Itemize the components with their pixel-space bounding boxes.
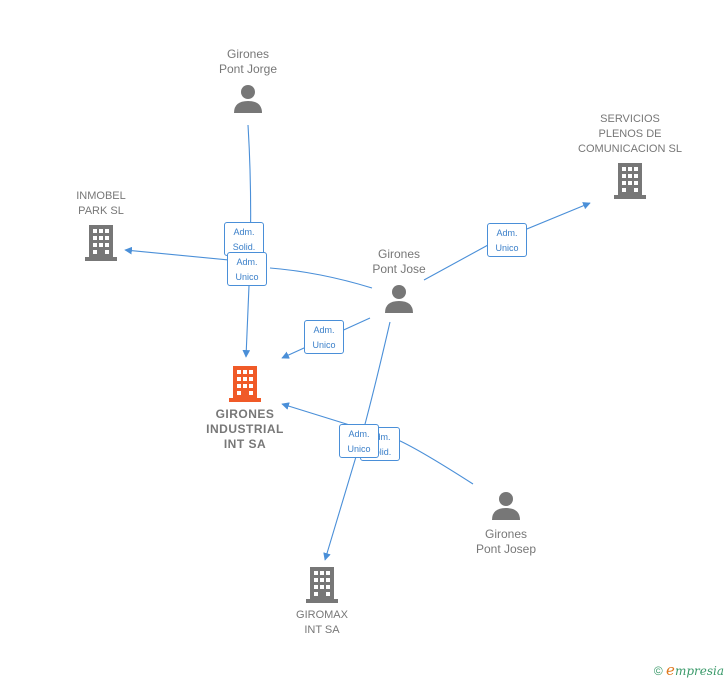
company-name-line2: PARK SL [78,205,124,217]
building-icon [229,366,261,402]
person-name-line1: Girones [484,527,528,541]
company-name-line2: PLENOS DE [598,128,662,140]
company-name-line3: COMUNICACION SL [578,143,682,155]
company-name-line3: INT SA [223,437,267,451]
company-node-inmobel[interactable]: INMOBEL PARK SL [61,189,141,266]
company-name-line1: GIROMAX [296,609,348,621]
relation-line2: Unico [347,444,371,454]
company-name-line2: INT SA [304,624,340,636]
relation-label-jose-giromax[interactable]: Adm. Unico [339,424,379,458]
person-name-line2: Pont Jose [372,262,426,276]
relation-label-jose-girones[interactable]: Adm. Unico [304,320,344,354]
building-icon [85,225,117,261]
company-node-giromax[interactable]: GIROMAX INT SA [282,567,362,638]
person-icon [492,492,520,520]
relation-line1: Adm. [236,257,258,267]
brand-name: mpresia [674,664,724,678]
company-name-line1: SERVICIOS [600,113,660,125]
relation-label-jorge-inmobel[interactable]: Adm. Solid. [224,222,264,256]
relation-line2: Solid. [368,447,392,457]
relation-line2: Unico [495,243,519,253]
person-node-jose[interactable]: Girones Pont Jose [356,247,442,320]
relation-line2: Unico [312,340,336,350]
person-icon [385,285,413,313]
building-icon [306,567,338,603]
relation-line1: Adm. [348,429,370,439]
company-name-line1: GIRONES [215,407,275,421]
person-node-jorge[interactable]: Girones Pont Jorge [205,47,291,120]
person-name-line1: Girones [226,47,270,61]
company-node-girones-industrial[interactable]: GIRONES INDUSTRIAL INT SA [195,366,295,452]
company-name-line1: INMOBEL [76,190,126,202]
relation-line2: Unico [235,272,259,282]
brand-logo-letter: e [666,661,675,679]
building-icon [614,163,646,199]
copyright-symbol: © [653,664,663,678]
relation-line2: Solid. [232,242,256,252]
footer-brand: © empresia [654,661,724,679]
person-name-line2: Pont Josep [475,542,537,556]
relation-line1: Adm. [369,432,391,442]
person-name-line2: Pont Jorge [218,62,278,76]
person-icon [234,85,262,113]
company-node-servicios[interactable]: SERVICIOS PLENOS DE COMUNICACION SL [565,112,695,204]
company-name-line2: INDUSTRIAL [206,422,284,436]
relation-label-jose-servicios[interactable]: Adm. Unico [487,223,527,257]
relation-line1: Adm. [496,228,518,238]
person-name-line1: Girones [377,247,421,261]
person-node-josep[interactable]: Girones Pont Josep [463,490,549,557]
relation-label-jorge-girones[interactable]: Adm. Unico [227,252,267,286]
relation-line1: Adm. [313,325,335,335]
relation-line1: Adm. [233,227,255,237]
edge-jose-inmobel [269,267,373,289]
